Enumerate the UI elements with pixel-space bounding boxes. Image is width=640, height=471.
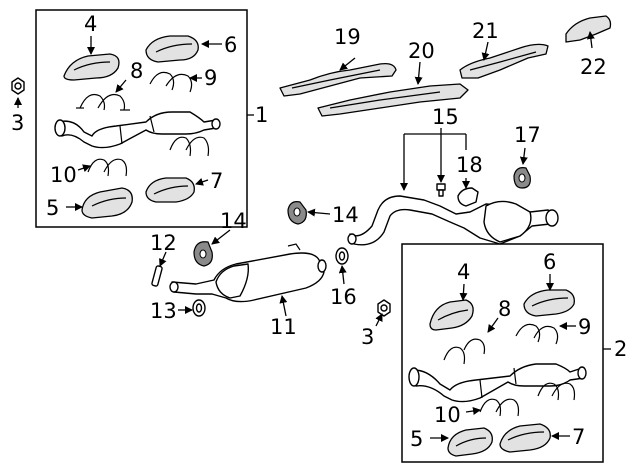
clamp-part-9a	[149, 71, 193, 93]
callout-15: 15	[432, 105, 459, 129]
heat-shield-part-6b	[523, 289, 575, 317]
callout-16: 16	[330, 285, 357, 309]
callout-9: 9	[204, 66, 217, 90]
callout-20: 20	[408, 39, 435, 63]
callout-10: 10	[50, 163, 77, 187]
callout-3: 3	[11, 111, 24, 135]
callout-13: 13	[150, 299, 177, 323]
callout-6: 6	[224, 33, 237, 57]
nut-part-3b	[377, 299, 391, 317]
callout-7: 7	[210, 169, 223, 193]
callout-4: 4	[457, 260, 470, 284]
heat-insulator-part-22	[565, 15, 612, 43]
callout-2: 2	[614, 337, 627, 361]
gasket-part-16	[335, 247, 349, 265]
callout-8: 8	[498, 297, 511, 321]
callout-8: 8	[130, 59, 143, 83]
clamp-part-8a	[76, 93, 130, 111]
catalytic-converter-pipe-b	[408, 363, 587, 403]
hanger-part-17	[513, 167, 531, 189]
clamp-part-9b	[515, 323, 559, 345]
clamp-part-10a	[87, 136, 210, 177]
callout-5: 5	[46, 196, 59, 220]
bolt-part-15	[436, 183, 446, 197]
callout-1: 1	[255, 103, 268, 127]
heat-insulator-part-20	[317, 83, 469, 117]
heat-insulator-part-19	[279, 62, 397, 97]
catalytic-converter-pipe-a	[54, 111, 221, 149]
heat-shield-part-4a	[63, 53, 120, 81]
exhaust-pipe-part	[347, 195, 559, 246]
heat-insulator-part-21	[459, 43, 549, 79]
callout-6: 6	[543, 250, 556, 274]
callout-22: 22	[580, 55, 607, 79]
callout-12: 12	[150, 231, 177, 255]
hanger-part-14a	[193, 241, 213, 267]
hanger-part-14b	[287, 201, 307, 225]
heat-shield-part-5a	[81, 187, 133, 219]
clamp-part-8b	[443, 338, 486, 365]
muffler-part-11	[169, 243, 327, 303]
gasket-part-12	[151, 265, 163, 287]
gasket-part-13	[192, 299, 206, 317]
callout-3: 3	[361, 325, 374, 349]
callout-17: 17	[514, 123, 541, 147]
callout-14: 14	[332, 203, 359, 227]
callout-4: 4	[84, 12, 97, 36]
group-box-1	[35, 9, 254, 228]
clamp-part-10b	[479, 382, 576, 417]
heat-shield-part-5b	[447, 427, 493, 457]
callout-11: 11	[270, 315, 297, 339]
callout-18: 18	[456, 153, 483, 177]
callout-14: 14	[220, 209, 247, 233]
heat-shield-part-7b	[499, 423, 551, 453]
bushing-part-18	[457, 187, 479, 207]
heat-shield-part-7a	[145, 177, 195, 203]
group-box-2	[401, 243, 611, 463]
nut-part-3a	[11, 77, 25, 95]
heat-shield-part-4b	[429, 299, 474, 331]
callout-19: 19	[334, 25, 361, 49]
callout-labels: 1 2 3 3 4 4 5 5 6 6 7 7 8 8 9 9 10 10 11…	[11, 12, 627, 451]
callout-10: 10	[434, 403, 461, 427]
callout-7: 7	[572, 425, 585, 449]
leader-lines	[14, 31, 595, 442]
heat-shield-part-6a	[145, 35, 199, 63]
callout-9: 9	[578, 315, 591, 339]
callout-21: 21	[472, 19, 499, 43]
callout-5: 5	[410, 427, 423, 451]
